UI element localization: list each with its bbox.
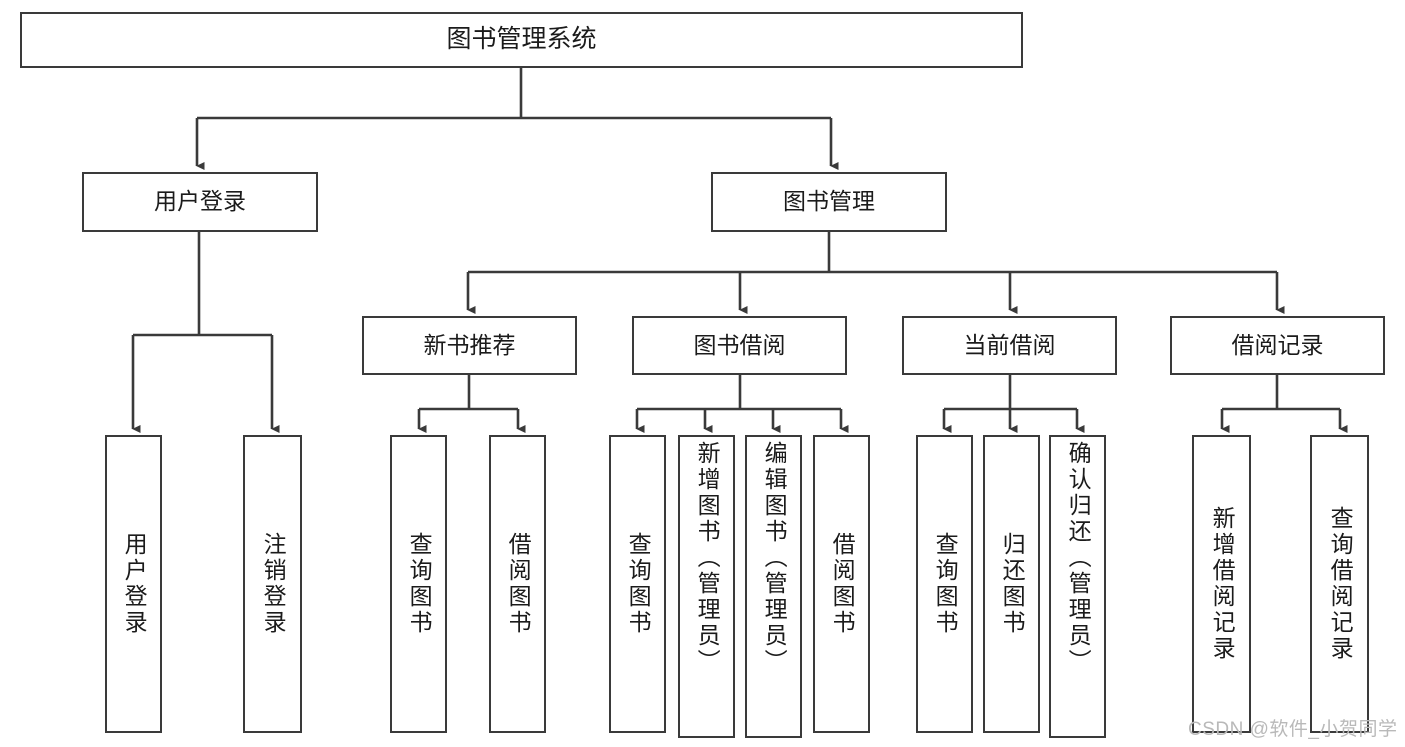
node-current-borrow[interactable]: 当前借阅: [902, 316, 1117, 375]
node-leaf-query-book-3[interactable]: 查询图书: [916, 435, 973, 733]
node-leaf-query-book-1-label: 查询图书: [406, 532, 433, 636]
node-leaf-user-login-label: 用户登录: [121, 532, 148, 636]
node-leaf-add-book[interactable]: 新增图书（管理员）: [678, 435, 735, 738]
node-leaf-query-book-2[interactable]: 查询图书: [609, 435, 666, 733]
node-leaf-borrow-book-2[interactable]: 借阅图书: [813, 435, 870, 733]
node-new-book-recommend-label: 新书推荐: [423, 331, 516, 358]
node-leaf-confirm-return[interactable]: 确认归还（管理员）: [1049, 435, 1106, 738]
node-leaf-confirm-return-label: 确认归还（管理员）: [1065, 441, 1092, 675]
node-leaf-query-book-2-label: 查询图书: [625, 532, 652, 636]
node-leaf-query-book-1[interactable]: 查询图书: [390, 435, 447, 733]
node-book-management[interactable]: 图书管理: [711, 172, 947, 232]
node-leaf-return-book-label: 归还图书: [999, 532, 1026, 636]
node-new-book-recommend[interactable]: 新书推荐: [362, 316, 577, 375]
node-leaf-query-book-3-label: 查询图书: [932, 532, 959, 636]
csdn-watermark: CSDN @软件_小贺同学: [1188, 719, 1398, 740]
node-book-management-label: 图书管理: [783, 188, 875, 215]
node-leaf-borrow-book-1[interactable]: 借阅图书: [489, 435, 546, 733]
node-leaf-query-record-label: 查询借阅记录: [1327, 506, 1354, 662]
node-root[interactable]: 图书管理系统: [20, 12, 1023, 68]
node-root-label: 图书管理系统: [446, 25, 597, 54]
node-leaf-edit-book[interactable]: 编辑图书（管理员）: [745, 435, 802, 738]
node-borrow-record[interactable]: 借阅记录: [1170, 316, 1385, 375]
node-leaf-borrow-book-2-label: 借阅图书: [829, 532, 856, 636]
node-current-borrow-label: 当前借阅: [963, 331, 1056, 358]
node-leaf-add-book-label: 新增图书（管理员）: [694, 441, 721, 675]
node-leaf-logout-label: 注销登录: [260, 532, 287, 636]
node-leaf-edit-book-label: 编辑图书（管理员）: [761, 441, 788, 675]
node-book-borrow-label: 图书借阅: [693, 331, 786, 358]
node-leaf-add-record[interactable]: 新增借阅记录: [1192, 435, 1251, 733]
node-leaf-logout[interactable]: 注销登录: [243, 435, 302, 733]
node-leaf-borrow-book-1-label: 借阅图书: [505, 532, 532, 636]
node-leaf-return-book[interactable]: 归还图书: [983, 435, 1040, 733]
node-borrow-record-label: 借阅记录: [1231, 331, 1324, 358]
node-book-borrow[interactable]: 图书借阅: [632, 316, 847, 375]
node-leaf-user-login[interactable]: 用户登录: [105, 435, 162, 733]
node-leaf-query-record[interactable]: 查询借阅记录: [1310, 435, 1369, 733]
node-leaf-add-record-label: 新增借阅记录: [1209, 506, 1236, 662]
node-user-login-label: 用户登录: [154, 188, 246, 215]
node-user-login[interactable]: 用户登录: [82, 172, 318, 232]
